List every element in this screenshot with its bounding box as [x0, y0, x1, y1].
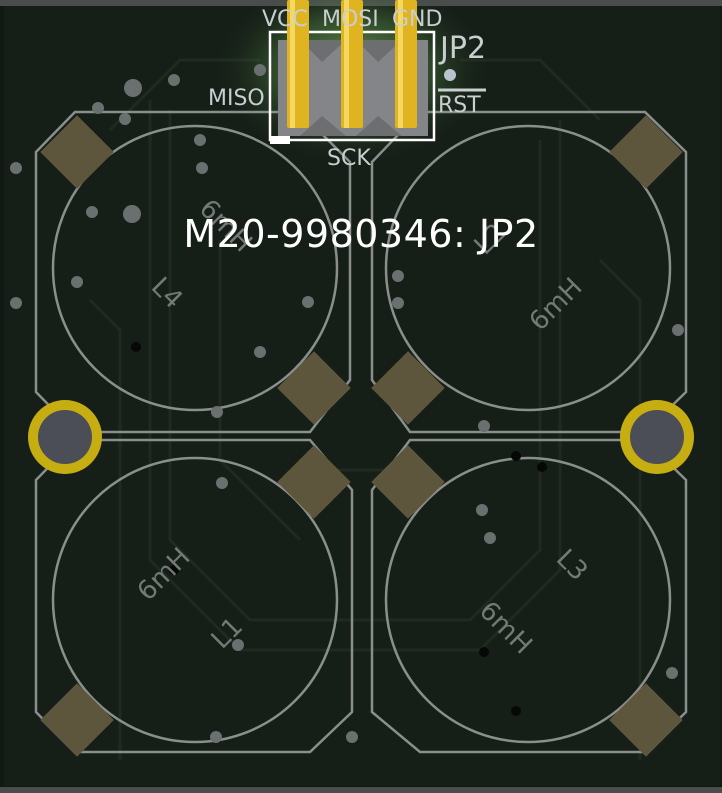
pin-label-vcc: VCC	[262, 7, 308, 32]
inductor-L4-outline	[51, 124, 339, 412]
drill-holes	[131, 342, 547, 716]
pin-label-gnd: GND	[392, 7, 442, 32]
pad-L4-2	[277, 351, 351, 425]
pad-L2-2	[371, 351, 445, 425]
pin-label-mosi: MOSI	[322, 7, 379, 32]
pad-L3-1	[371, 445, 445, 519]
pad-L1-2	[40, 683, 114, 757]
board-edge-bottom	[0, 787, 722, 793]
vias	[10, 64, 684, 743]
pin-label-sck: SCK	[327, 146, 371, 171]
pad-L2-1	[609, 115, 683, 189]
pad-L1-1	[277, 445, 351, 519]
inductor-L2-outline	[384, 124, 672, 412]
pad-L3-2	[609, 683, 683, 757]
pin-label-miso: MISO	[208, 86, 265, 111]
inductor-L3-outline	[384, 456, 672, 744]
inductor-L1-outline	[51, 456, 339, 744]
connector-reference: JP2	[438, 31, 486, 66]
connector-JP2[interactable]	[268, 0, 486, 144]
pin-label-rst: RST	[438, 93, 481, 118]
